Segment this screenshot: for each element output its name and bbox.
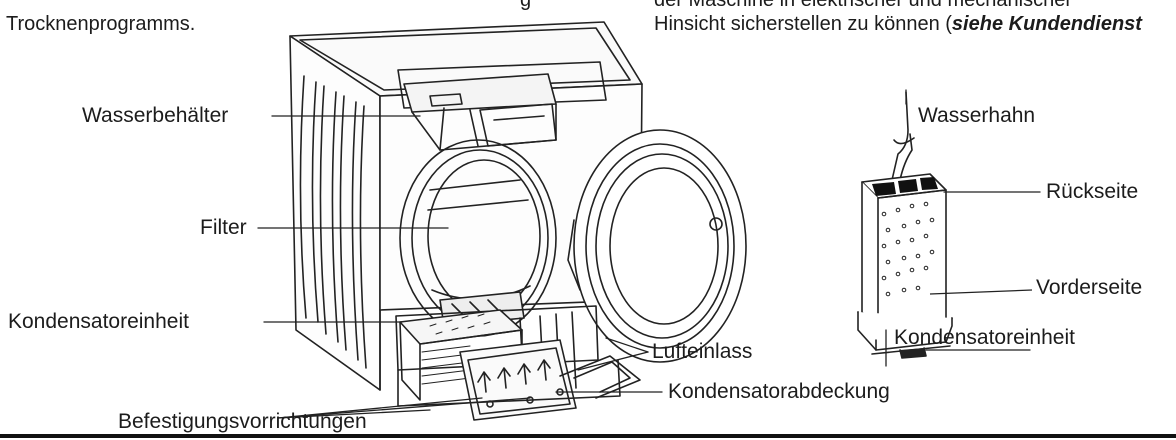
bottom-rule (0, 434, 1176, 438)
condenser-unit-illustration (857, 91, 953, 359)
dryer-illustration (289, 21, 747, 421)
condenser-holes (881, 201, 935, 297)
intro-text-right-reference: siehe Kundendienst (951, 13, 1142, 35)
dryer-leader-lines (257, 115, 663, 419)
intro-text-right-line1: der Maschine in elektrischer und mechani… (654, 0, 1072, 11)
condenser-leader-lines (885, 89, 1041, 367)
intro-text-left-fragment: g (520, 0, 532, 11)
label-back: Rückseite (1046, 180, 1139, 203)
label-air-inlet: Lufteinlass (652, 340, 753, 363)
intro-text-left: Trocknenprogramms. (6, 13, 196, 35)
label-fasteners: Befestigungsvorrichtungen (118, 410, 367, 433)
label-condenser-cover: Kondensatorabdeckung (668, 380, 890, 403)
label-condenser-unit: Kondensatoreinheit (8, 310, 189, 333)
label-front: Vorderseite (1036, 276, 1143, 299)
intro-text-right-line2: Hinsicht sicherstellen zu können (siehe … (654, 12, 1142, 36)
label-filter: Filter (200, 216, 247, 239)
label-condenser-unit-right: Kondensatoreinheit (894, 326, 1075, 349)
intro-text-right-prefix: Hinsicht sicherstellen zu können ( (654, 13, 952, 35)
label-tap: Wasserhahn (918, 104, 1036, 127)
label-water-container: Wasserbehälter (82, 104, 229, 127)
